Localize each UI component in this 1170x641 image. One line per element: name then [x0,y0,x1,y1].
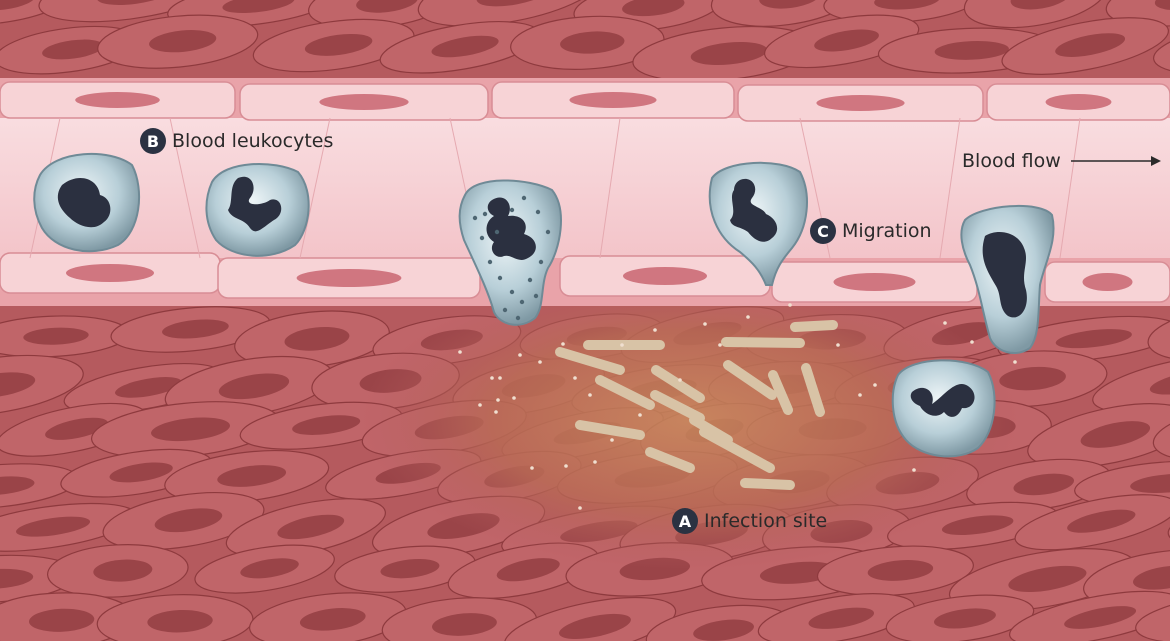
particle [458,350,462,354]
endothelial-nucleus [834,273,916,291]
endothelial-nucleus [1083,273,1133,291]
particle [653,328,657,332]
granule [522,196,526,200]
granule [536,210,540,214]
particle [564,464,568,468]
granule [520,300,524,304]
label-text: Migration [842,220,932,242]
leukocyte-2 [206,164,308,256]
badge-a: A [672,508,698,534]
granule [473,216,477,220]
particle [573,376,577,380]
particle [496,398,500,402]
label-infection-site: A Infection site [672,508,827,534]
particle [512,396,516,400]
particle [912,468,916,472]
granule [498,276,502,280]
label-text: Blood leukocytes [172,130,333,152]
label-blood-leukocytes: B Blood leukocytes [140,128,333,154]
label-text: Blood flow [962,150,1061,172]
particle [620,343,624,347]
granule [528,278,532,282]
particle [746,315,750,319]
particle [836,343,840,347]
leukocyte-6-migrated [893,360,995,456]
particle [638,413,642,417]
granule [503,308,507,312]
endothelial-nucleus [66,264,154,282]
particle [478,403,482,407]
particle [703,322,707,326]
leukocyte-1 [34,154,139,251]
granule [483,212,487,216]
particle [858,393,862,397]
particle [718,343,722,347]
endothelial-nucleus [75,92,160,108]
particle [873,383,877,387]
bacterium [726,342,800,343]
label-blood-flow: Blood flow [962,150,1161,172]
badge-b: B [140,128,166,154]
granule [488,260,492,264]
endothelial-nucleus [1046,94,1112,110]
particle [561,342,565,346]
endothelial-nucleus [623,267,707,285]
granule [546,230,550,234]
particle [578,506,582,510]
particle [538,360,542,364]
endothelium-top [0,82,1170,121]
particle [678,378,682,382]
particle [530,466,534,470]
particle [490,376,494,380]
granule [480,236,484,240]
badge-c: C [810,218,836,244]
endothelial-nucleus [569,92,656,108]
label-migration: C Migration [810,218,932,244]
particle [498,376,502,380]
endothelial-nucleus [816,95,904,111]
granule [516,316,520,320]
granule [539,260,543,264]
label-text: Infection site [704,510,827,532]
arrow-right-icon [1071,155,1161,167]
granule [510,290,514,294]
particle [788,303,792,307]
particle [518,353,522,357]
particle [588,393,592,397]
bacterium [795,325,833,327]
granule [534,294,538,298]
particle [1013,360,1017,364]
endothelial-nucleus [319,94,408,110]
bacterium [745,483,790,485]
particle [494,410,498,414]
particle [593,460,597,464]
granule [510,208,514,212]
particle [970,340,974,344]
granule [495,230,499,234]
endothelial-nucleus [297,269,402,287]
particle [610,438,614,442]
particle [943,321,947,325]
